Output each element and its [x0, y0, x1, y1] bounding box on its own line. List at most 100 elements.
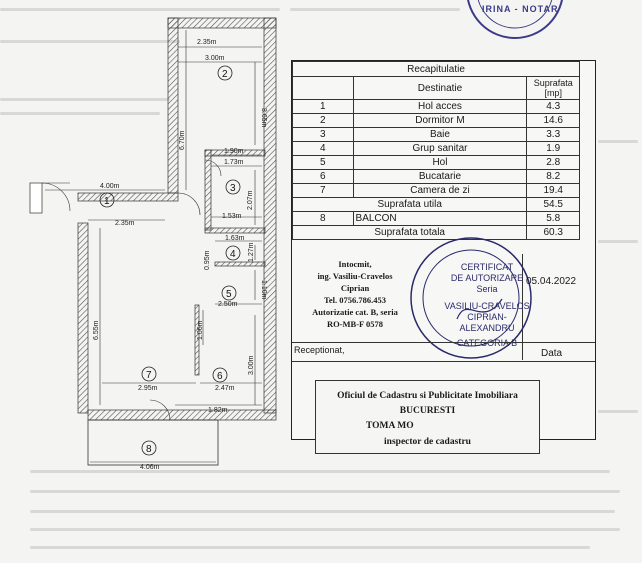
- row-area: 1.9: [526, 141, 580, 156]
- row-area: 8.2: [526, 169, 580, 184]
- dimension-label: 3.00m: [248, 355, 255, 375]
- background-text-line: [598, 410, 638, 413]
- background-text-line: [30, 470, 610, 473]
- table-row: 4 Grup sanitar 1.9: [292, 141, 580, 156]
- author-line: Tel. 0756.786.453: [323, 295, 387, 305]
- room-number-8: 8: [146, 444, 152, 455]
- dimension-label: 4.00m: [100, 183, 120, 190]
- row-name: Hol: [352, 155, 528, 170]
- issue-date: 05.04.2022: [526, 276, 577, 287]
- dimension-label: 3.00m: [205, 55, 225, 62]
- author-line: RO-MB-F 0578: [326, 319, 384, 329]
- suprafata-totala-label: Suprafata totala: [291, 225, 528, 240]
- background-text-line: [0, 40, 180, 43]
- entrance-door: [29, 182, 71, 214]
- suprafata-totala-row: Suprafata totala 60.3: [291, 225, 580, 240]
- dimension-label: 1.27m: [248, 242, 255, 262]
- stamp-text: CERTIFICAT DE AUTORIZARE Seria VASILIU-C…: [442, 262, 532, 349]
- table-row: 7 Camera de zi 19.4: [292, 183, 580, 198]
- author-line: Ciprian: [340, 283, 370, 293]
- row-name: Bucatarie: [352, 169, 528, 184]
- author-block: Intocmit, ing. Vasiliu-Cravelos Ciprian …: [295, 258, 415, 330]
- dimension-label: 2.50m: [218, 301, 238, 308]
- balcon-row: 8 BALCON 5.8: [292, 211, 580, 226]
- col-destinatie-header: Destinatie: [352, 76, 528, 100]
- room-number-3: 3: [230, 183, 236, 194]
- room-number-2: 2: [222, 69, 228, 80]
- receptionat-label: Receptionat,: [294, 345, 345, 355]
- background-text-line: [0, 8, 280, 11]
- background-text-line: [30, 490, 620, 493]
- col-nr-header: [292, 76, 354, 100]
- dimension-label: 1.10m: [260, 280, 267, 300]
- stamp-line: CIPRIAN-ALEXANDRU: [459, 312, 515, 333]
- data-column-divider: [522, 254, 523, 360]
- stamp-line: VASILIU-CRAVELOS: [444, 301, 530, 311]
- row-nr: 7: [292, 183, 354, 198]
- row-name: Dormitor M: [352, 113, 528, 128]
- walls: [77, 17, 277, 421]
- author-line: Intocmit,: [338, 259, 372, 269]
- background-text-line: [598, 140, 638, 143]
- row-name: Hol acces: [352, 99, 528, 114]
- data-label: Data: [541, 348, 563, 359]
- table-row: 3 Baie 3.3: [292, 127, 580, 142]
- balcony-outline: [87, 419, 219, 466]
- receptionat-row: [292, 342, 595, 362]
- dimension-label: 1.63m: [225, 235, 245, 242]
- row-area: 3.3: [526, 127, 580, 142]
- row-nr: 5: [292, 155, 354, 170]
- suprafata-utila-label: Suprafata utila: [291, 197, 528, 212]
- suprafata-totala-value: 60.3: [526, 225, 580, 240]
- recap-table: Recapitulatie Destinatie Suprafata [mp] …: [291, 61, 580, 240]
- row-name: Baie: [352, 127, 528, 142]
- background-text-line: [290, 8, 460, 11]
- stamp-line: CERTIFICAT: [460, 262, 514, 272]
- row-name: Grup sanitar: [352, 141, 528, 156]
- room-number-6: 6: [217, 371, 223, 382]
- dimension-label: 2.35m: [115, 220, 135, 227]
- background-text-line: [30, 546, 590, 549]
- room-number-4: 4: [230, 249, 236, 260]
- cadastru-role: inspector de cadastru: [384, 437, 471, 447]
- row-name: Camera de zi: [352, 183, 528, 198]
- row-nr: 4: [292, 141, 354, 156]
- cadastru-city: BUCURESTI: [399, 406, 456, 416]
- row-nr: 1: [292, 99, 354, 114]
- recap-title: Recapitulatie: [292, 61, 580, 77]
- dimension-lines: [45, 30, 262, 463]
- background-text-line: [598, 240, 638, 243]
- background-text-line: [0, 112, 160, 115]
- notary-stamp-partial: [467, 0, 563, 39]
- balcon-nr: 8: [292, 211, 354, 226]
- stamp-line: Seria: [476, 284, 498, 294]
- cadastru-office: Oficiul de Cadastru si Publicitate Imobi…: [337, 391, 518, 401]
- stamp-line: CATEGORIA B: [456, 338, 518, 348]
- background-text-line: [30, 510, 615, 513]
- dimension-label: 2.47m: [215, 385, 235, 392]
- dimension-label: 1.06m: [197, 320, 204, 340]
- dimension-label: 1.90m: [224, 148, 244, 155]
- cadastru-inspector-name: TOMA MO: [366, 421, 414, 431]
- table-row: 5 Hol 2.8: [292, 155, 580, 170]
- author-line: Autorizatie cat. B, seria: [312, 307, 398, 317]
- room-number-1: 1: [104, 196, 110, 207]
- floor-plan: 2.35m 3.00m 3.65m 6.70m 1.90m 1.73m 4.00…: [29, 17, 277, 471]
- dimension-label: 2.95m: [138, 385, 158, 392]
- suprafata-utila-row: Suprafata utila 54.5: [291, 197, 580, 212]
- dimension-label: 2.07m: [247, 190, 254, 210]
- table-row: 6 Bucatarie 8.2: [292, 169, 580, 184]
- dimension-label: 2.35m: [197, 39, 217, 46]
- dimension-label: 1.53m: [222, 213, 242, 220]
- row-nr: 3: [292, 127, 354, 142]
- recap-panel: Recapitulatie Destinatie Suprafata [mp] …: [291, 60, 596, 440]
- stamp-line: DE AUTORIZARE: [450, 273, 524, 283]
- balcon-name: BALCON: [352, 211, 528, 226]
- room-number-7: 7: [146, 370, 152, 381]
- row-area: 2.8: [526, 155, 580, 170]
- row-area: 19.4: [526, 183, 580, 198]
- dimension-label: 6.55m: [93, 320, 100, 340]
- dimension-label: 0.95m: [204, 250, 211, 270]
- dimension-label: 3.65m: [260, 108, 267, 128]
